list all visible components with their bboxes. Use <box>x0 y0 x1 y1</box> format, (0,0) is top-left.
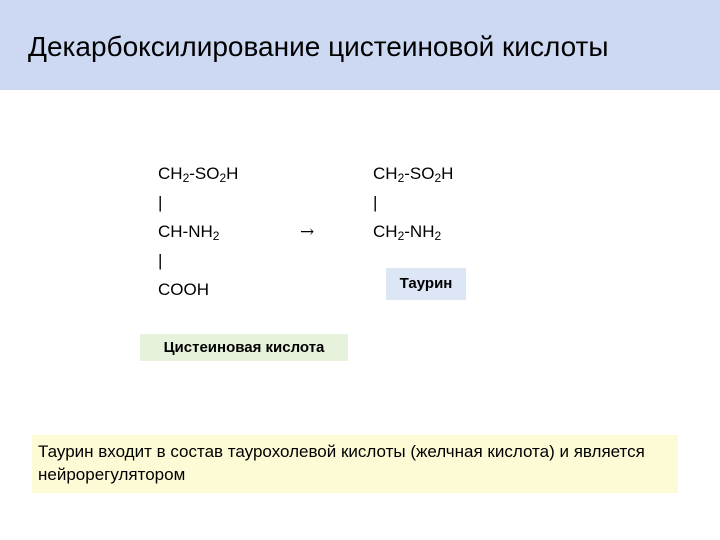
product-bond-1: | <box>373 193 378 212</box>
reaction-arrow: → <box>300 222 315 242</box>
product-formula: CH2-SO2H | CH2-NH2 <box>373 159 453 246</box>
formula-text: CH <box>158 164 183 183</box>
reactant-line-3: COOH <box>158 280 209 299</box>
formula-text: H <box>441 164 454 183</box>
formula-text: H <box>226 164 239 183</box>
formula-subscript: 2 <box>212 229 220 243</box>
formula-subscript: 2 <box>219 171 227 185</box>
formula-subscript: 2 <box>397 171 405 185</box>
reactant-name-label: Цистеиновая кислота <box>140 334 348 361</box>
product-line-1: CH2-SO2H <box>373 159 453 188</box>
slide-title: Декарбоксилирование цистеиновой кислоты <box>28 31 609 62</box>
formula-text: CH <box>373 164 398 183</box>
note-box: Таурин входит в состав таурохолевой кисл… <box>32 435 678 493</box>
reactant-bond-1: | <box>158 193 163 212</box>
reactant-formula: CH2-SO2H | CH-NH2 | COOH <box>158 159 238 304</box>
reactant-line-1: CH2-SO2H <box>158 159 238 188</box>
formula-text: CH <box>373 222 398 241</box>
formula-subscript: 2 <box>397 229 405 243</box>
product-line-2: CH2-NH2 <box>373 217 453 246</box>
slide-header: Декарбоксилирование цистеиновой кислоты <box>0 0 720 90</box>
formula-text: CH-NH <box>158 222 213 241</box>
reactant-line-2: CH-NH2 <box>158 217 238 246</box>
formula-text: -NH <box>404 222 435 241</box>
formula-subscript: 2 <box>182 171 190 185</box>
formula-text: -SO <box>404 164 435 183</box>
formula-subscript: 2 <box>434 229 442 243</box>
formula-subscript: 2 <box>434 171 442 185</box>
formula-text: -SO <box>189 164 220 183</box>
reactant-bond-2: | <box>158 251 163 270</box>
product-name-label: Таурин <box>386 268 466 300</box>
